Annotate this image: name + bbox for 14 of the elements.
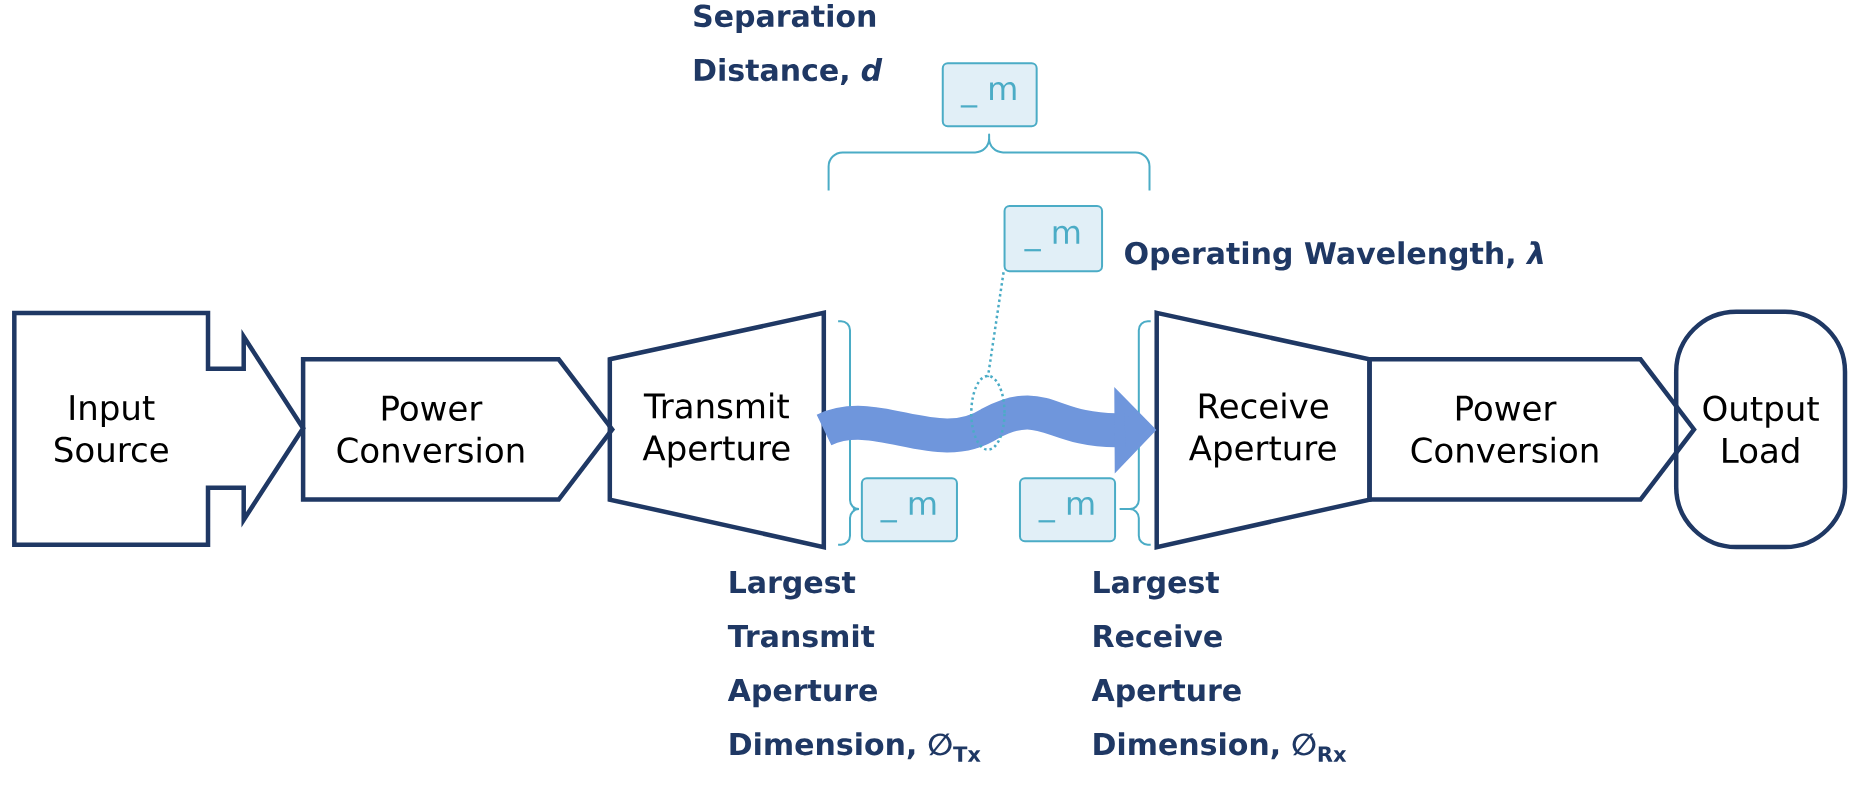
process-arrow-box: Power Conversion — [300, 357, 616, 502]
value-box: _ m — [1003, 204, 1104, 273]
dimension-label: Largest Receive Aperture Dimension, ∅$_{Rx}$ — [1091, 571, 1347, 762]
process-arrow-box: Power Conversion — [1367, 357, 1697, 502]
dimension-label: Largest Transmit Aperture Dimension, ∅$_{Tx}$ — [727, 571, 981, 762]
leader-line — [986, 272, 1005, 378]
dimension-label: Operating Wavelength, λ — [1125, 241, 1543, 271]
dimension-label: Separation Distance, d — [694, 4, 883, 86]
value-box: _ m — [1018, 477, 1117, 543]
aperture-trapezoid: Receive Aperture — [1154, 310, 1372, 550]
value-box: _ m — [941, 62, 1038, 128]
terminal-box: Output Load — [1673, 309, 1848, 550]
value-box: _ m — [860, 477, 958, 543]
aperture-trapezoid: Transmit Aperture — [607, 310, 827, 550]
